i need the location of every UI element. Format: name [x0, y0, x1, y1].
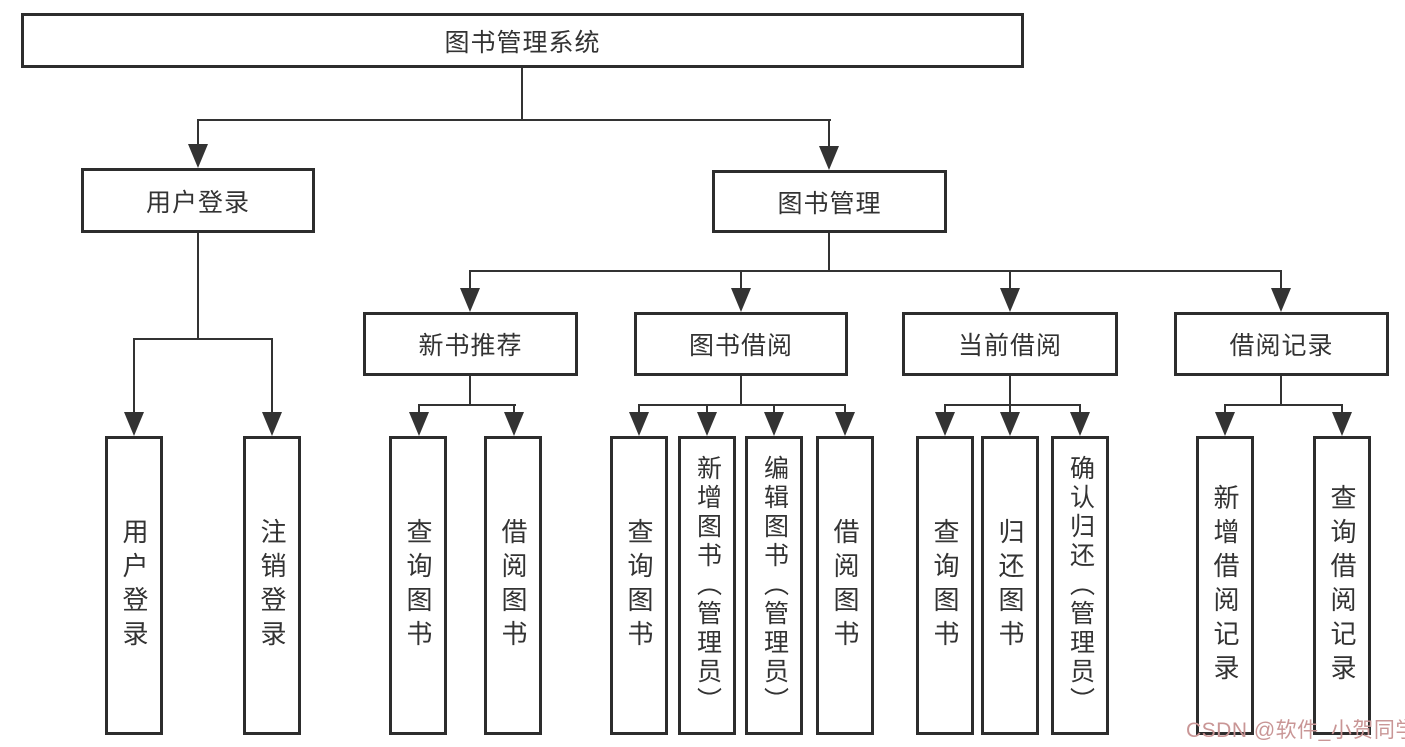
connector-line [944, 404, 1081, 406]
connector-line [1009, 375, 1011, 406]
connector-line [1224, 404, 1343, 406]
leaf-label: 用户登录 [119, 517, 149, 654]
connector-line [133, 338, 135, 414]
arrow-down-icon [124, 412, 144, 436]
leaf-add-book-admin: 新增图书（管理员） [678, 436, 736, 735]
connector-line [521, 68, 523, 121]
leaf-query-books-borrowing: 查询图书 [610, 436, 668, 735]
node-user-login: 用户登录 [81, 168, 315, 233]
watermark: CSDN @软件_小贺同学 [1186, 719, 1405, 742]
connector-line [1009, 404, 1011, 414]
connector-line [1224, 404, 1226, 414]
leaf-label: 新增图书（管理员） [693, 455, 722, 716]
leaf-confirm-return-admin: 确认归还（管理员） [1051, 436, 1109, 735]
arrow-down-icon [935, 412, 955, 436]
arrow-down-icon [460, 288, 480, 312]
arrow-down-icon [1000, 412, 1020, 436]
leaf-borrow-books-borrowing: 借阅图书 [816, 436, 874, 735]
node-label: 用户登录 [145, 188, 250, 217]
node-root: 图书管理系统 [21, 13, 1024, 68]
leaf-edit-book-admin: 编辑图书（管理员） [745, 436, 803, 735]
connector-line [1009, 270, 1011, 290]
connector-line [638, 404, 846, 406]
connector-line [706, 404, 708, 414]
leaf-label: 归还图书 [995, 517, 1025, 654]
node-current-borrowing: 当前借阅 [902, 312, 1118, 376]
connector-line [513, 404, 515, 414]
leaf-query-borrow-record: 查询借阅记录 [1313, 436, 1371, 735]
leaf-add-borrow-record: 新增借阅记录 [1196, 436, 1254, 735]
connector-line [844, 404, 846, 414]
node-label: 新书推荐 [418, 332, 523, 360]
connector-line [197, 119, 831, 121]
arrow-down-icon [697, 412, 717, 436]
connector-line [418, 404, 420, 414]
connector-line [133, 338, 273, 340]
connector-line [1280, 270, 1282, 290]
node-root-label: 图书管理系统 [444, 28, 601, 57]
connector-line [469, 375, 471, 406]
arrow-down-icon [629, 412, 649, 436]
leaf-query-books-current: 查询图书 [916, 436, 974, 735]
arrow-down-icon [262, 412, 282, 436]
connector-line [418, 404, 516, 406]
leaf-label: 查询图书 [624, 517, 654, 654]
arrow-down-icon [188, 144, 208, 168]
arrow-down-icon [1332, 412, 1352, 436]
arrow-down-icon [731, 288, 751, 312]
leaf-label: 确认归还（管理员） [1066, 455, 1095, 716]
connector-line [944, 404, 946, 414]
node-label: 借阅记录 [1229, 332, 1334, 360]
connector-line [638, 404, 640, 414]
leaf-label: 查询借阅记录 [1327, 483, 1357, 688]
arrow-down-icon [835, 412, 855, 436]
connector-line [469, 270, 471, 290]
connector-line [828, 233, 830, 272]
leaf-label: 查询图书 [403, 517, 433, 654]
node-label: 图书管理 [777, 189, 882, 218]
leaf-user-login: 用户登录 [105, 436, 163, 735]
arrow-down-icon [819, 146, 839, 170]
connector-line [773, 404, 775, 414]
connector-line [1341, 404, 1343, 414]
leaf-query-books-recommend: 查询图书 [389, 436, 447, 735]
leaf-return-book: 归还图书 [981, 436, 1039, 735]
node-new-book-recommend: 新书推荐 [363, 312, 578, 376]
arrow-down-icon [504, 412, 524, 436]
arrow-down-icon [1271, 288, 1291, 312]
connector-line [197, 233, 199, 340]
connector-line [1079, 404, 1081, 414]
connector-line [197, 119, 199, 147]
arrow-down-icon [1070, 412, 1090, 436]
node-book-borrowing: 图书借阅 [634, 312, 848, 376]
leaf-logout: 注销登录 [243, 436, 301, 735]
connector-line [740, 270, 742, 290]
leaf-label: 查询图书 [930, 517, 960, 654]
leaf-label: 编辑图书（管理员） [760, 455, 789, 716]
node-label: 图书借阅 [688, 332, 793, 360]
connector-line [271, 338, 273, 414]
node-book-management: 图书管理 [712, 170, 947, 233]
leaf-label: 借阅图书 [830, 517, 860, 654]
leaf-label: 新增借阅记录 [1210, 483, 1240, 688]
connector-line [828, 119, 830, 147]
leaf-label: 注销登录 [257, 517, 287, 654]
leaf-borrow-books-recommend: 借阅图书 [484, 436, 542, 735]
arrow-down-icon [1000, 288, 1020, 312]
node-borrowing-records: 借阅记录 [1174, 312, 1389, 376]
leaf-label: 借阅图书 [498, 517, 528, 654]
connector-line [1280, 375, 1282, 406]
node-label: 当前借阅 [957, 332, 1062, 360]
arrow-down-icon [409, 412, 429, 436]
arrow-down-icon [1215, 412, 1235, 436]
arrow-down-icon [764, 412, 784, 436]
connector-line [469, 270, 1282, 272]
connector-line [740, 375, 742, 406]
